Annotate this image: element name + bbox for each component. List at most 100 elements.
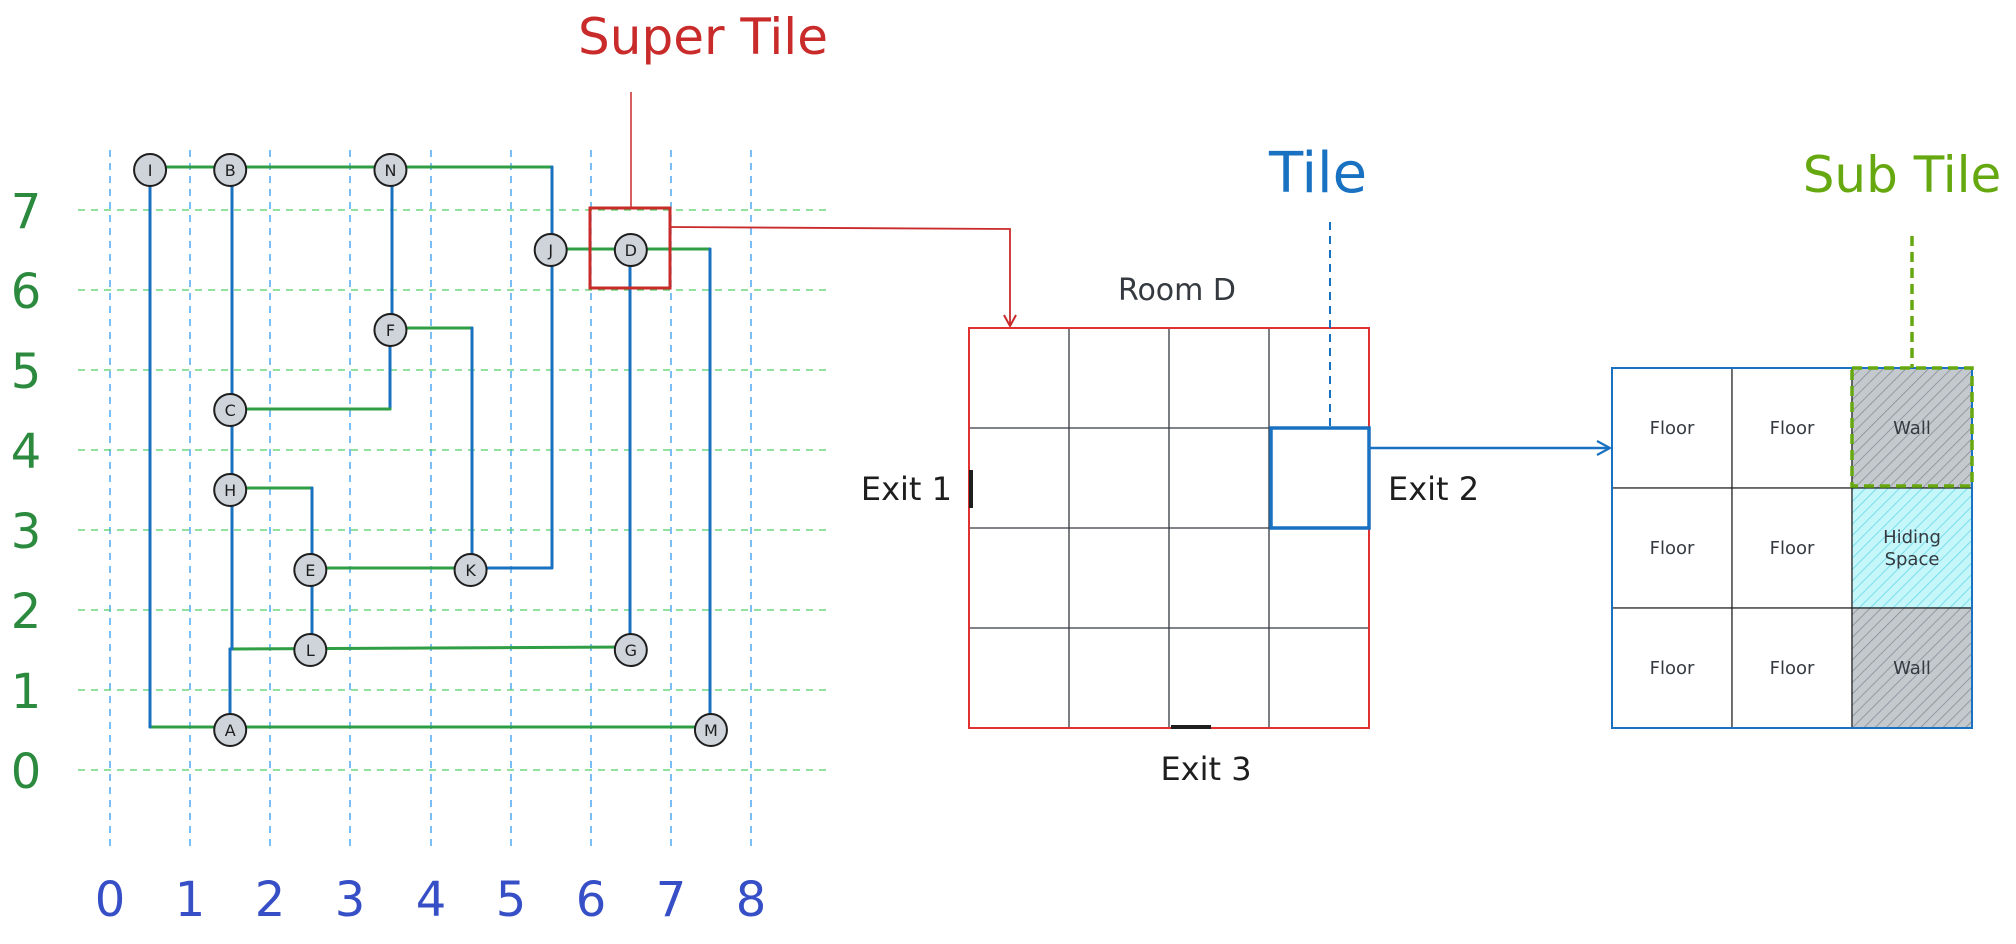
node-k: K <box>453 553 488 587</box>
exit-3-label: Exit 3 <box>1160 750 1251 788</box>
path-j-k-vertical <box>470 247 554 570</box>
node-circle <box>373 313 408 347</box>
node-label: A <box>225 721 236 740</box>
y-tick-label: 2 <box>11 584 42 640</box>
tile-highlight <box>1269 426 1371 530</box>
y-tick-label: 5 <box>11 344 42 400</box>
node-label: I <box>148 161 153 180</box>
node-circle <box>213 713 248 747</box>
node-e: E <box>293 553 328 587</box>
subtile-label: Floor <box>1650 538 1695 559</box>
x-tick-label: 8 <box>736 872 767 928</box>
subtile-cell <box>1851 607 1973 729</box>
super-tile-title: Super Tile <box>578 8 828 66</box>
subtile-cell <box>1851 367 1973 489</box>
node-g: G <box>613 633 648 667</box>
subtile-label: Hiding <box>1883 527 1941 548</box>
x-tick-label: 0 <box>95 872 126 928</box>
sub-tile-highlight <box>1850 366 1974 488</box>
node-f: F <box>373 313 408 347</box>
node-circle <box>213 393 248 427</box>
node-label: D <box>625 241 637 260</box>
node-circle <box>293 633 328 667</box>
exit-2-label: Exit 2 <box>1388 470 1479 508</box>
node-j: J <box>533 233 568 267</box>
tile-title: Tile <box>1268 141 1367 206</box>
subtile-label: Floor <box>1770 418 1815 439</box>
node-label: N <box>384 161 396 180</box>
node-label: J <box>547 241 553 260</box>
node-l: L <box>293 633 328 667</box>
x-tick-label: 3 <box>335 872 366 928</box>
subtile-cell <box>1731 607 1853 729</box>
node-a: A <box>213 713 248 747</box>
subtile-label: Floor <box>1770 658 1815 679</box>
node-h: H <box>213 473 248 507</box>
subtile-label: Floor <box>1650 658 1695 679</box>
subtile-cell <box>1611 367 1733 489</box>
x-tick-label: 2 <box>255 872 286 928</box>
super-tile-arrow <box>669 226 1010 326</box>
x-tick-label: 4 <box>416 872 447 928</box>
node-circle <box>453 553 488 587</box>
path-m-vertical <box>698 247 712 729</box>
node-label: F <box>386 321 395 340</box>
subtile-cell <box>1731 367 1853 489</box>
subtile-label: Floor <box>1650 418 1695 439</box>
y-tick-label: 0 <box>11 744 42 800</box>
y-tick-label: 1 <box>11 664 42 720</box>
node-i: I <box>133 153 168 187</box>
sub-tile-title: Sub Tile <box>1803 146 2002 204</box>
node-label: M <box>704 721 718 740</box>
super-tile-highlight <box>588 206 672 290</box>
node-circle <box>373 153 408 187</box>
node-circle <box>213 153 248 187</box>
node-circle <box>133 153 168 187</box>
node-label: G <box>625 641 637 660</box>
node-label: B <box>225 161 236 180</box>
node-b: B <box>213 153 248 187</box>
x-tick-label: 1 <box>175 872 206 928</box>
node-circle <box>293 553 328 587</box>
subtile-cell <box>1731 487 1853 609</box>
node-circle <box>693 713 728 747</box>
node-c: C <box>213 393 248 427</box>
x-tick-label: 6 <box>576 872 607 928</box>
path-f-c <box>228 326 392 411</box>
subtile-label: Floor <box>1770 538 1815 559</box>
node-label: E <box>305 561 315 580</box>
node-circle <box>613 233 648 267</box>
y-tick-label: 3 <box>11 504 42 560</box>
room-view: Room D Exit 1 Exit 2 Exit 3 Tile <box>861 141 1610 788</box>
room-title: Room D <box>1118 273 1236 308</box>
node-circle <box>613 633 648 667</box>
x-tick-label: 7 <box>656 872 687 928</box>
subtile-label: Space <box>1885 549 1940 570</box>
node-label: H <box>224 481 236 500</box>
node-label: K <box>465 561 476 580</box>
x-tick-label: 5 <box>496 872 527 928</box>
subtile-label: Wall <box>1893 658 1931 679</box>
y-tick-label: 6 <box>11 264 42 320</box>
grid-lines <box>78 150 830 850</box>
node-circle <box>213 473 248 507</box>
nodes: I B N J D F C H E K L G A M <box>133 153 728 747</box>
subtile-cell <box>1611 487 1733 609</box>
node-m: M <box>693 713 728 747</box>
y-tick-label: 4 <box>11 424 42 480</box>
subtile-label: Wall <box>1893 418 1931 439</box>
exit-1-label: Exit 1 <box>861 470 952 508</box>
node-label: L <box>306 641 315 660</box>
node-label: C <box>225 401 236 420</box>
subtile-border <box>1611 367 1973 729</box>
node-circle <box>533 233 568 267</box>
subtile-cell <box>1851 487 1973 609</box>
node-d: D <box>613 233 648 267</box>
node-n: N <box>373 153 408 187</box>
